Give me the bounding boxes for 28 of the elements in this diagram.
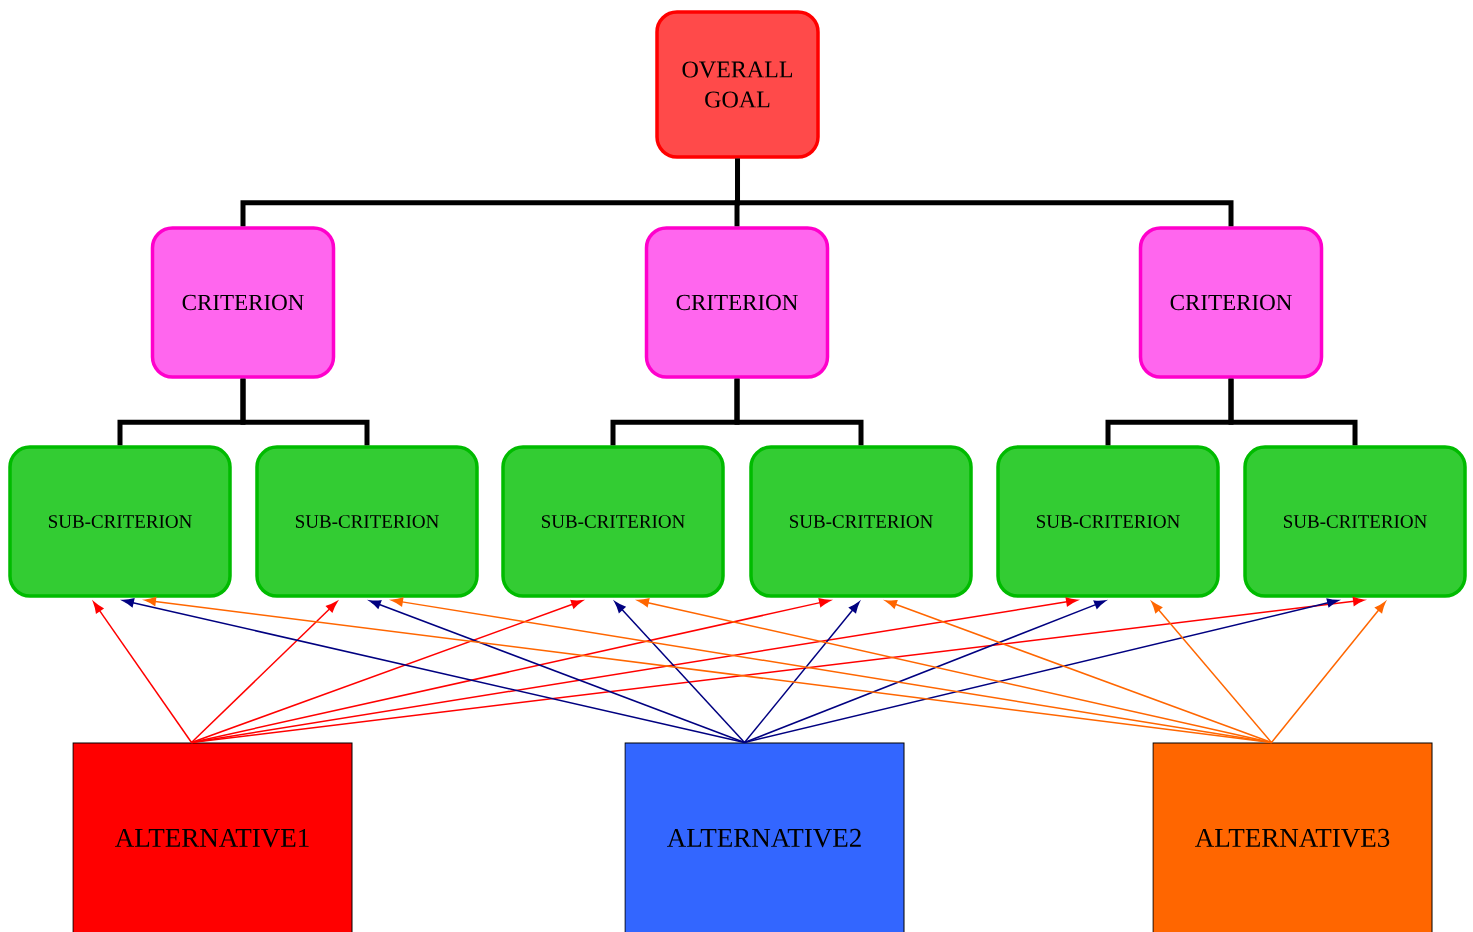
goal-box: OVERALL GOAL (655, 10, 820, 159)
alternative-box: ALTERNATIVE2 (624, 742, 905, 932)
arrow (1270, 601, 1386, 744)
arrow (743, 601, 860, 744)
tree-connector (735, 158, 1234, 227)
arrow (369, 600, 746, 744)
arrow (743, 598, 1339, 744)
sub-criterion-box: SUB-CRITERION (749, 445, 973, 598)
arrow (190, 597, 1078, 744)
sub-criterion-box: SUB-CRITERION (8, 445, 232, 598)
arrow (614, 601, 746, 744)
tree-connector (240, 378, 370, 446)
arrow (1151, 601, 1273, 744)
sub-criterion-box: SUB-CRITERION (501, 445, 725, 598)
criterion-box: CRITERION (644, 226, 830, 379)
arrow (190, 600, 583, 744)
sub-criterion-box: SUB-CRITERION (255, 445, 479, 598)
arrow (885, 600, 1273, 744)
tree-connector (1228, 378, 1358, 446)
alternative-box: ALTERNATIVE3 (1152, 742, 1433, 932)
sub-criterion-box: SUB-CRITERION (996, 445, 1220, 598)
criterion-box: CRITERION (1138, 226, 1324, 379)
tree-connector (734, 378, 864, 446)
arrow (93, 601, 193, 744)
criterion-box: CRITERION (150, 226, 336, 379)
alternative-box: ALTERNATIVE1 (72, 742, 353, 932)
sub-criterion-box: SUB-CRITERION (1243, 445, 1467, 598)
arrow (190, 601, 338, 744)
